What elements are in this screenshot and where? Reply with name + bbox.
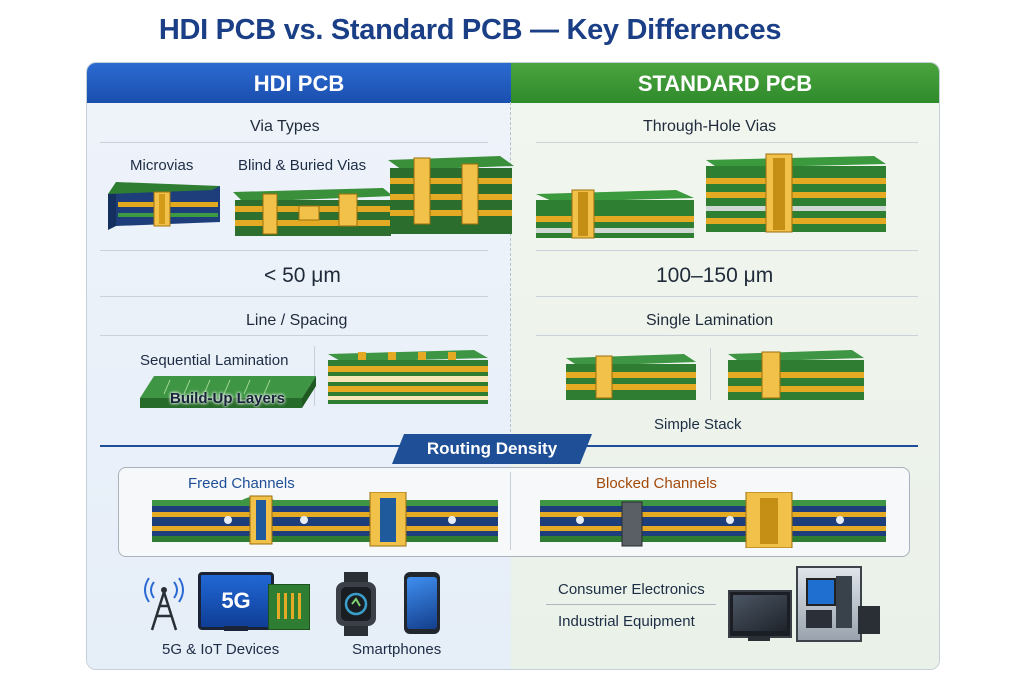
microvias-label: Microvias (130, 157, 194, 174)
center-divider (510, 102, 512, 437)
divider (536, 250, 918, 251)
app-label-industrial-equipment: Industrial Equipment (558, 613, 695, 630)
single-lamination-board-illustration (566, 354, 696, 400)
hdi-via-types-label: Via Types (250, 118, 320, 135)
smartwatch-icon (336, 572, 376, 636)
blind-buried-vias-label: Blind & Buried Vias (238, 157, 367, 174)
5g-monitor-icon: 5G (198, 572, 274, 630)
buildup-layers-board-illustration (140, 376, 316, 408)
line-spacing-label: Line / Spacing (246, 312, 348, 329)
buildup-layers-label: Build-Up Layers (170, 390, 286, 407)
routing-density-badge: Routing Density (392, 434, 592, 464)
monitor-icon (728, 590, 792, 638)
through-hole-vias-label: Through-Hole Vias (643, 118, 777, 135)
divider (536, 335, 918, 336)
hdi-line-width-value: < 50 μm (264, 264, 341, 287)
divider (100, 250, 488, 251)
divider (710, 348, 711, 400)
5g-screen-text: 5G (221, 588, 251, 613)
phone-screen (407, 577, 437, 629)
page-title: HDI PCB vs. Standard PCB — Key Differenc… (158, 14, 782, 46)
iot-chip-icon (268, 584, 310, 630)
sequential-lamination-board-illustration (328, 350, 488, 404)
monitor-stand (224, 626, 248, 631)
divider (546, 604, 716, 605)
microvia-board-illustration (108, 182, 220, 230)
divider (100, 142, 488, 143)
hdi-header-bar (87, 63, 511, 103)
divider (510, 472, 511, 550)
cell-tower-icon (144, 577, 184, 631)
blocked-channels-label: Blocked Channels (596, 475, 717, 492)
stacked-via-board-illustration (388, 156, 514, 234)
divider (536, 142, 918, 143)
monitor-stand (748, 636, 770, 641)
industrial-machine-icon (796, 566, 862, 642)
divider (536, 296, 918, 297)
blocked-channels-illustration (540, 492, 886, 548)
standard-header: STANDARD PCB (637, 71, 813, 96)
control-panel (806, 578, 836, 606)
simple-stack-label: Simple Stack (654, 416, 742, 433)
equipment-unit (858, 606, 880, 634)
sequential-lamination-label: Sequential Lamination (140, 352, 289, 369)
chip-pins (277, 593, 301, 619)
simple-stack-board-illustration (728, 350, 864, 400)
divider (100, 335, 488, 336)
app-label-smartphones: Smartphones (352, 641, 442, 658)
through-hole-board-large (706, 153, 886, 233)
freed-channels-label: Freed Channels (188, 475, 295, 492)
machine-door (836, 576, 852, 628)
standard-header-bar (511, 63, 939, 103)
through-hole-board-small (536, 189, 694, 239)
single-lamination-label: Single Lamination (646, 312, 774, 329)
monitor-screen (733, 595, 787, 631)
machine-base (806, 610, 832, 628)
standard-line-width-value: 100–150 μm (656, 264, 774, 287)
smartphone-icon (404, 572, 440, 634)
divider (100, 296, 488, 297)
app-label-5g-iot: 5G & IoT Devices (162, 641, 280, 658)
app-label-consumer-electronics: Consumer Electronics (558, 581, 705, 598)
blind-buried-board-illustration (233, 188, 393, 236)
hdi-header: HDI PCB (253, 71, 345, 96)
freed-channels-illustration (152, 492, 498, 547)
